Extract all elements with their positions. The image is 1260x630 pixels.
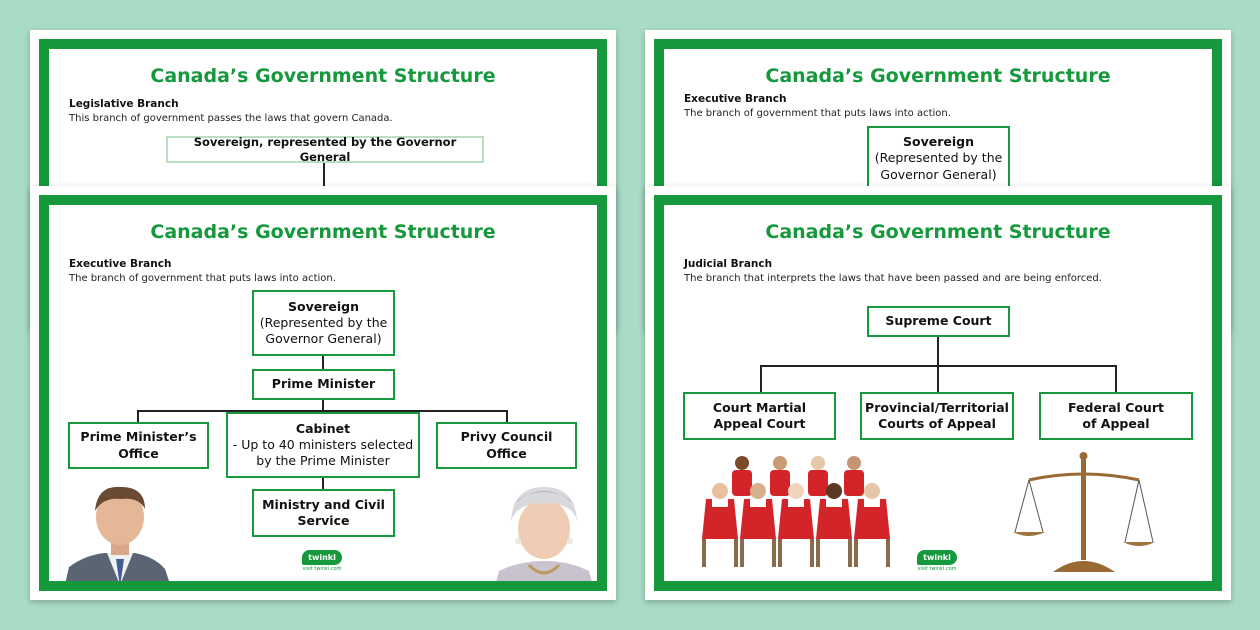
- connector-line: [322, 354, 324, 369]
- court-martial-line2: Appeal Court: [713, 416, 806, 431]
- cabinet-title: Cabinet: [295, 420, 351, 436]
- sovereign-line1: (Represented by the: [874, 150, 1003, 166]
- privy-council-line2: Office: [486, 445, 527, 461]
- sovereign-portrait-icon: [496, 487, 592, 581]
- connector-line: [506, 410, 508, 422]
- twinkl-logo: twinkl visit twinkl.com: [292, 545, 352, 572]
- connector-line: [322, 476, 324, 490]
- logo-mark: twinkl: [917, 550, 957, 565]
- cabinet-line2: by the Prime Minister: [256, 453, 390, 469]
- connector-line: [937, 365, 939, 392]
- prime-minister-box: Prime Minister: [252, 369, 395, 400]
- sovereign-title: Sovereign: [903, 134, 974, 150]
- ministry-line2: Service: [297, 513, 350, 528]
- connector-line: [322, 399, 324, 411]
- connector-line: [323, 163, 325, 203]
- logo-url: visit twinkl.com: [917, 566, 957, 572]
- sovereign-line1: (Represented by the: [259, 314, 388, 330]
- twinkl-logo: twinkl visit twinkl.com: [907, 545, 967, 572]
- branch-description: This branch of government passes the law…: [69, 113, 393, 124]
- scales-of-justice-icon: [1013, 452, 1155, 572]
- federal-line1: Federal Court: [1068, 399, 1164, 415]
- connector-line: [1115, 365, 1117, 392]
- court-martial-box: Court Martial Appeal Court: [683, 392, 836, 440]
- sovereign-box: Sovereign (Represented by the Governor G…: [252, 290, 395, 356]
- connector-line: [137, 410, 139, 422]
- cabinet-line1: - Up to 40 ministers selected: [232, 436, 414, 452]
- branch-heading: Legislative Branch: [69, 98, 179, 110]
- federal-court-box: Federal Court of Appeal: [1039, 392, 1193, 440]
- privy-council-box: Privy Council Office: [436, 422, 577, 469]
- pm-office-line1: Prime Minister’s: [80, 429, 197, 445]
- cabinet-box: Cabinet - Up to 40 ministers selected by…: [226, 412, 420, 478]
- sheet-frame: Canada’s Government Structure Executive …: [39, 195, 607, 591]
- connector-line: [760, 365, 762, 392]
- supreme-court-judges-icon: [702, 456, 890, 567]
- supreme-court-box: Supreme Court: [867, 306, 1010, 337]
- branch-description: The branch of government that puts laws …: [69, 273, 336, 284]
- privy-council-line1: Privy Council: [460, 429, 553, 445]
- branch-heading: Executive Branch: [69, 258, 172, 270]
- sheet-frame: Canada’s Government Structure Judicial B…: [654, 195, 1222, 591]
- provincial-courts-box: Provincial/Territorial Courts of Appeal: [860, 392, 1014, 440]
- sheet-title: Canada’s Government Structure: [765, 221, 1111, 243]
- sheet-title: Canada’s Government Structure: [150, 221, 496, 243]
- sheet-judicial: Canada’s Government Structure Judicial B…: [645, 186, 1231, 600]
- sheet-frame: Canada’s Government Structure Legislativ…: [39, 39, 607, 321]
- sovereign-box: Sovereign, represented by the Governor G…: [166, 135, 484, 164]
- connector-line: [937, 335, 939, 366]
- pm-office-box: Prime Minister’s Office: [68, 422, 209, 469]
- provincial-line1: Provincial/Territorial: [865, 399, 1009, 415]
- ministry-line1: Ministry and Civil: [262, 496, 385, 512]
- sheet-legislative: Canada’s Government Structure Legislativ…: [30, 30, 616, 330]
- court-martial-line1: Court Martial: [712, 399, 807, 415]
- prime-minister-portrait-icon: [65, 486, 169, 581]
- logo-mark: twinkl: [302, 550, 342, 565]
- ministry-box: Ministry and Civil Service: [252, 489, 395, 537]
- branch-heading: Executive Branch: [684, 93, 787, 105]
- logo-url: visit twinkl.com: [302, 566, 342, 572]
- sovereign-title: Sovereign: [288, 298, 359, 314]
- sovereign-line2: Governor General): [880, 166, 997, 182]
- sheet-title: Canada’s Government Structure: [150, 65, 496, 87]
- provincial-line2: Courts of Appeal: [878, 416, 996, 431]
- sheet-title: Canada’s Government Structure: [765, 65, 1111, 87]
- sheet-executive: Canada’s Government Structure Executive …: [30, 186, 616, 600]
- branch-description: The branch of government that puts laws …: [684, 108, 951, 119]
- branch-description: The branch that interprets the laws that…: [684, 273, 1102, 284]
- branch-heading: Judicial Branch: [684, 258, 773, 270]
- pm-office-line2: Office: [118, 445, 159, 461]
- sovereign-line2: Governor General): [265, 331, 382, 347]
- federal-line2: of Appeal: [1082, 416, 1150, 431]
- sovereign-box: Sovereign (Represented by the Governor G…: [867, 126, 1010, 191]
